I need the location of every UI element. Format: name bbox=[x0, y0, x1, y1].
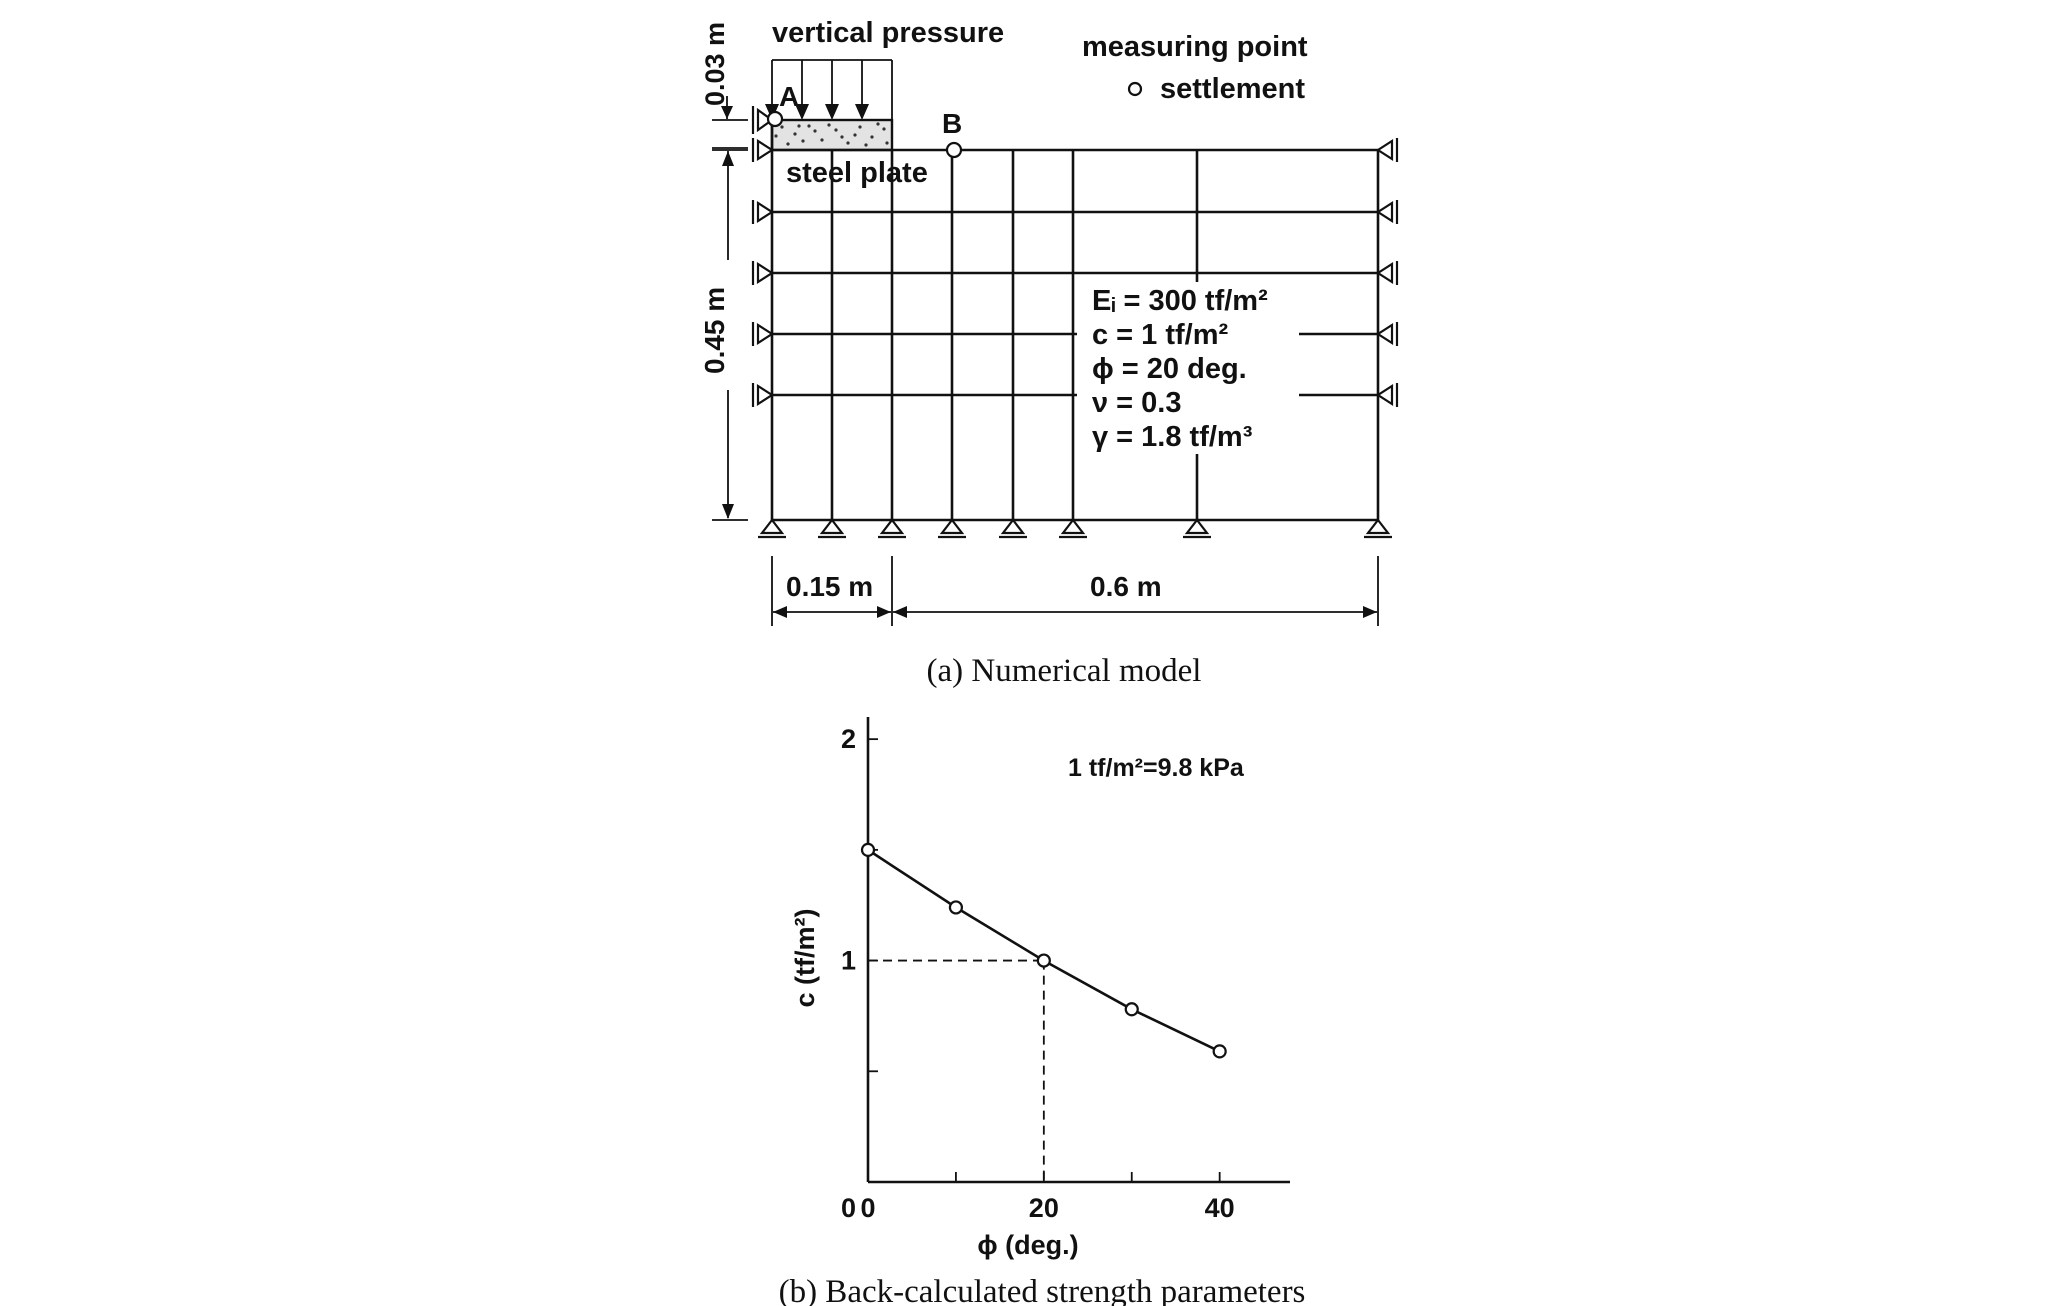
steel-plate bbox=[770, 118, 894, 152]
unit-conversion-note: 1 tf/m²=9.8 kPa bbox=[1068, 754, 1245, 782]
data-point-10 bbox=[948, 900, 964, 915]
y-tick-label-1: 1 bbox=[841, 946, 856, 976]
y-axis-title: c (tf/m²) bbox=[790, 909, 820, 1008]
measuring-point-b bbox=[945, 141, 963, 159]
dim-height-label: 0.45 m bbox=[699, 287, 730, 374]
y-tick-label-2: 2 bbox=[841, 724, 856, 754]
param-gamma: γ = 1.8 tf/m³ bbox=[1092, 421, 1253, 453]
dimension-top: 0.03 m bbox=[700, 22, 748, 149]
data-point-40 bbox=[1212, 1044, 1227, 1059]
measuring-point-a bbox=[766, 110, 784, 128]
numerical-model: vertical pressure measuring point settle… bbox=[699, 17, 1399, 689]
data-point-30 bbox=[1124, 1002, 1139, 1017]
caption-b: (b) Back-calculated strength parameters bbox=[779, 1274, 1306, 1306]
x-tick-label-20: 20 bbox=[1029, 1193, 1059, 1223]
origin-label: 0 bbox=[841, 1193, 856, 1223]
bottom-pin-supports bbox=[758, 518, 1392, 539]
point-a-label: A bbox=[779, 81, 799, 112]
caption-a: (a) Numerical model bbox=[927, 653, 1202, 689]
material-params-box bbox=[1077, 282, 1299, 454]
point-b-label: B bbox=[942, 108, 962, 139]
dim-right-label: 0.6 m bbox=[1090, 571, 1162, 602]
dimension-bottom: 0.15 m 0.6 m bbox=[771, 556, 1379, 626]
data-point-20 bbox=[1036, 953, 1051, 968]
x-tick-label-40: 40 bbox=[1205, 1193, 1235, 1223]
right-roller-supports bbox=[1375, 138, 1399, 407]
x-tick-label-0: 0 bbox=[860, 1193, 875, 1223]
settlement-legend-label: settlement bbox=[1160, 73, 1305, 105]
data-point-0 bbox=[860, 842, 876, 857]
steel-plate-label: steel plate bbox=[786, 157, 928, 189]
material-parameters: Eᵢ = 300 tf/m² c = 1 tf/m² ϕ = 20 deg. ν… bbox=[1092, 285, 1268, 453]
param-phi: ϕ = 20 deg. bbox=[1092, 353, 1247, 385]
x-axis-title: ϕ (deg.) bbox=[977, 1230, 1078, 1260]
dim-top-label: 0.03 m bbox=[700, 22, 730, 106]
vertical-pressure-label: vertical pressure bbox=[772, 17, 1004, 49]
settlement-legend-marker bbox=[1127, 81, 1143, 97]
param-e: Eᵢ = 300 tf/m² bbox=[1092, 285, 1268, 317]
dimension-height: 0.45 m bbox=[699, 149, 748, 521]
series-layer bbox=[860, 842, 1227, 1059]
param-c: c = 1 tf/m² bbox=[1092, 319, 1229, 351]
dim-left-label: 0.15 m bbox=[786, 571, 873, 602]
reference-dashes bbox=[868, 959, 1045, 1182]
param-nu: ν = 0.3 bbox=[1092, 387, 1182, 419]
measuring-point-label: measuring point bbox=[1082, 31, 1308, 63]
left-roller-supports bbox=[751, 106, 775, 407]
